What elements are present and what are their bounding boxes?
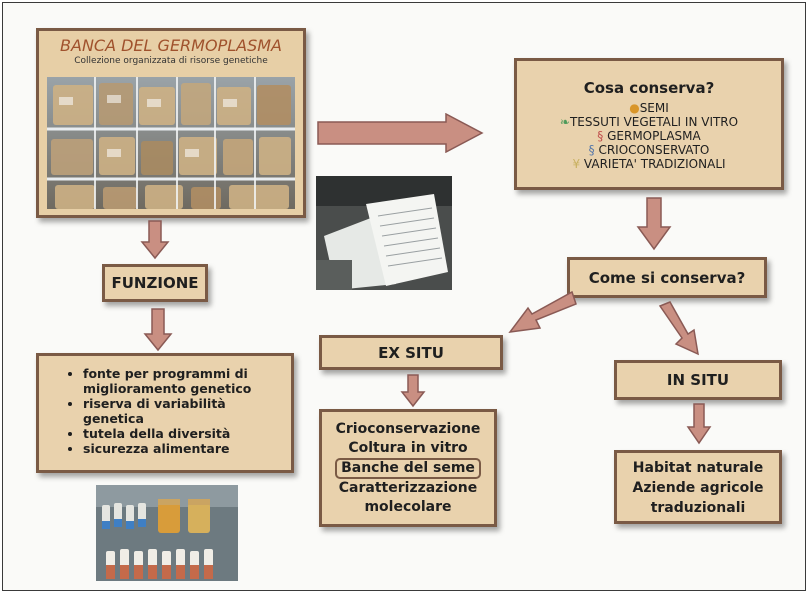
germplasm-bank-box: BANCA DEL GERMOPLASMA Collezione organiz… — [36, 28, 306, 218]
in-situ-item: Aziende agricole — [632, 480, 764, 496]
come-title: Come si conserva? — [588, 268, 746, 287]
bank-title: BANCA DEL GERMOPLASMA — [60, 36, 282, 55]
in-situ-box: IN SITU — [614, 360, 782, 400]
seed-icon: ● — [629, 101, 640, 115]
bank-subtitle: Collezione organizzata di risorse geneti… — [74, 56, 268, 66]
function-list: fonte per programmi di miglioramento gen… — [63, 366, 283, 456]
ex-situ-item: Crioconservazione — [335, 421, 481, 437]
ex-situ-item: Banche del seme — [341, 460, 475, 476]
list-item: tutela della diversità — [83, 426, 283, 441]
ex-situ-item: Caratterizzazione — [338, 480, 478, 496]
conserva-item: CRIOCONSERVATO — [598, 143, 710, 157]
dna-icon: § — [597, 129, 604, 143]
ex-situ-item: molecolare — [364, 499, 452, 515]
dna-icon: § — [588, 143, 595, 157]
ex-situ-title: EX SITU — [378, 343, 444, 362]
ex-situ-item: Coltura in vitro — [348, 440, 468, 456]
function-list-box: fonte per programmi di miglioramento gen… — [36, 353, 294, 473]
funzione-title: FUNZIONE — [111, 274, 199, 292]
conserva-item: TESSUTI VEGETALI IN VITRO — [569, 115, 739, 129]
in-situ-methods-box: Habitat naturale Aziende agricole traduz… — [614, 450, 782, 524]
how-conserved-box: Come si conserva? — [567, 257, 767, 298]
arrow-down-icon — [636, 197, 672, 251]
arrow-down-icon — [140, 220, 170, 260]
ex-situ-methods-box: Crioconservazione Coltura in vitro Banch… — [319, 409, 497, 527]
arrow-down-icon — [686, 403, 712, 445]
seed-samples-photo — [96, 485, 238, 581]
conserva-item: SEMI — [639, 101, 669, 115]
arrow-diagonal-left-icon — [508, 290, 577, 333]
conserva-item: GERMOPLASMA — [607, 129, 701, 143]
list-item: riserva di variabilità genetica — [83, 396, 283, 426]
conserva-item: VARIETA' TRADIZIONALI — [583, 157, 726, 171]
ex-situ-box: EX SITU — [319, 335, 503, 370]
leaf-icon: ❧ — [559, 115, 570, 129]
wheat-icon: ¥ — [572, 157, 581, 171]
arrow-down-icon — [400, 374, 426, 408]
in-situ-item: traduzionali — [650, 500, 746, 516]
arrow-right-icon — [317, 113, 484, 153]
list-item: sicurezza alimentare — [83, 441, 283, 456]
in-situ-item: Habitat naturale — [632, 460, 764, 476]
list-item: fonte per programmi di miglioramento gen… — [83, 366, 283, 396]
arrow-down-icon — [143, 308, 173, 352]
what-it-conserves-box: Cosa conserva? ●SEMI ❧TESSUTI VEGETALI I… — [514, 58, 784, 190]
function-box: FUNZIONE — [102, 264, 208, 302]
documents-photo — [316, 176, 452, 290]
conserva-title: Cosa conserva? — [583, 79, 715, 97]
in-situ-title: IN SITU — [666, 371, 730, 389]
arrow-diagonal-right-icon — [658, 301, 699, 356]
seed-bank-shelves-photo — [47, 77, 295, 209]
